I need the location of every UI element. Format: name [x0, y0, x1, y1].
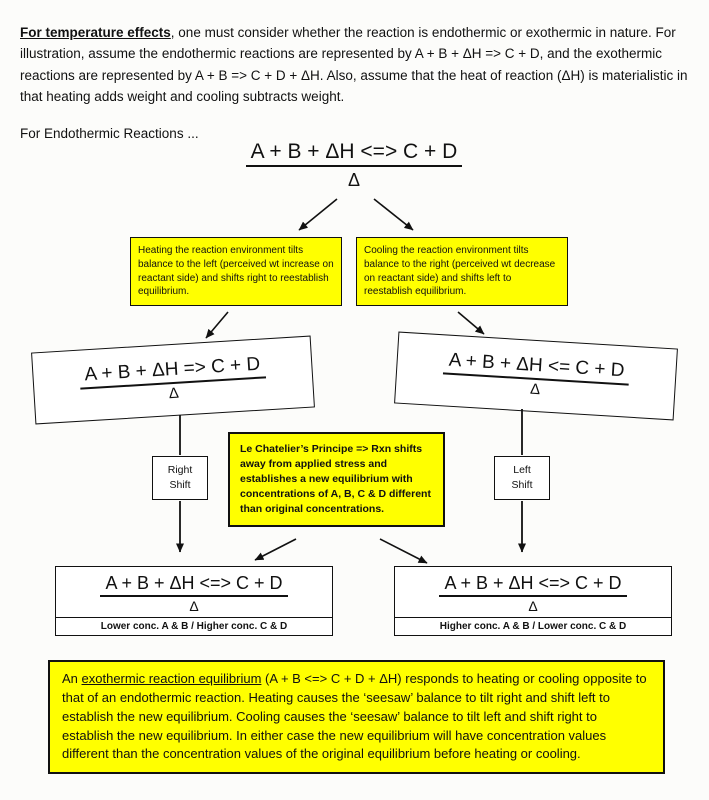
intro-lead: For temperature effects [20, 24, 171, 40]
result-box-heating: A + B + ΔH <=> C + D Δ Lower conc. A & B… [55, 566, 333, 636]
result-cooling-caption: Higher conc. A & B / Lower conc. C & D [395, 617, 671, 635]
result-cooling-fulcrum: Δ [528, 598, 538, 614]
result-cooling-equation: A + B + ΔH <=> C + D Δ [395, 567, 671, 617]
arrow-balanced-to-heating [298, 198, 338, 231]
heated-equation-fulcrum: Δ [168, 384, 180, 402]
intro-body: , one must consider whether the reaction… [20, 24, 688, 105]
balanced-equation-formula: A + B + ΔH <=> C + D [245, 140, 463, 167]
heated-seesaw-box: A + B + ΔH => C + D Δ [31, 335, 315, 425]
cooling-note-box: Cooling the reaction environment tilts b… [356, 237, 568, 307]
intro-paragraph: For temperature effects, one must consid… [20, 22, 696, 108]
result-box-cooling: A + B + ΔH <=> C + D Δ Higher conc. A & … [394, 566, 672, 636]
result-heating-equation: A + B + ΔH <=> C + D Δ [56, 567, 332, 617]
arrow-cooling-to-seesaw [457, 311, 485, 335]
exothermic-prefix: An [62, 671, 82, 686]
result-cooling-formula: A + B + ΔH <=> C + D [439, 573, 627, 597]
cooled-seesaw-box: A + B + ΔH <= C + D Δ [394, 331, 678, 421]
balanced-equation-fulcrum: Δ [347, 170, 361, 190]
arrow-heating-to-seesaw [205, 311, 229, 339]
exothermic-note-box: An exothermic reaction equilibrium (A + … [48, 660, 665, 775]
result-heating-formula: A + B + ΔH <=> C + D [100, 573, 288, 597]
arrow-balanced-to-cooling [373, 198, 414, 231]
balanced-equation: A + B + ΔH <=> C + D Δ [204, 140, 504, 191]
heating-note-box: Heating the reaction environment tilts b… [130, 237, 342, 307]
result-heating-fulcrum: Δ [189, 598, 199, 614]
result-heating-caption: Lower conc. A & B / Higher conc. C & D [56, 617, 332, 635]
arrow-lechatelier-to-left-result [254, 538, 297, 561]
right-shift-box: Right Shift [152, 456, 208, 500]
left-shift-box: Left Shift [494, 456, 550, 500]
le-chatelier-note-box: Le Chatelier’s Principe => Rxn shifts aw… [228, 432, 445, 527]
cooled-equation-fulcrum: Δ [529, 380, 541, 398]
section-label: For Endothermic Reactions ... [20, 125, 199, 141]
arrow-lechatelier-to-right-result [379, 538, 428, 564]
exothermic-underlined: exothermic reaction equilibrium [81, 671, 262, 686]
exothermic-body: (A + B <=> C + D + ΔH) responds to heati… [62, 671, 647, 762]
